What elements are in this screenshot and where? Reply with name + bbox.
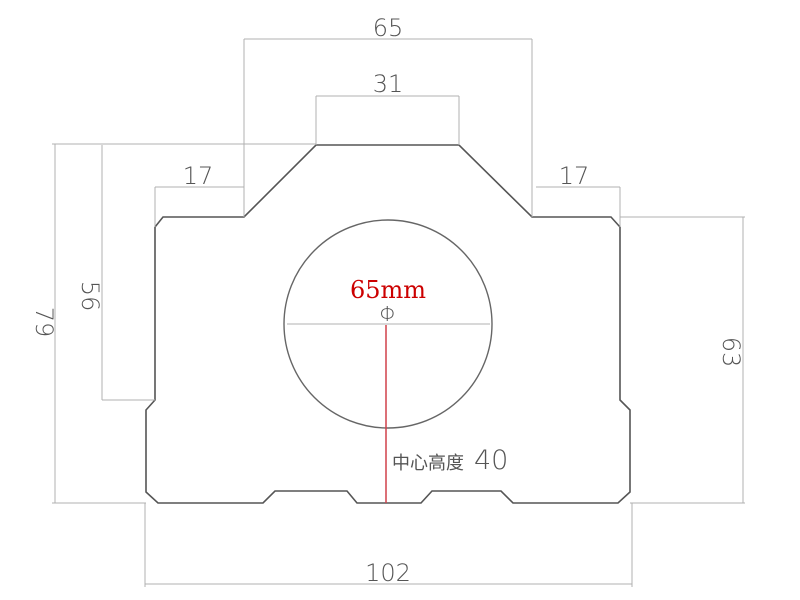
- dim-top-flat: 31: [373, 70, 404, 98]
- dim-left-shoulder: 17: [183, 162, 214, 190]
- center-height-value: 40: [474, 445, 508, 476]
- dim-top-width: 65: [373, 14, 404, 42]
- dim-left-height: 56: [76, 281, 104, 312]
- dim-right-height: 63: [717, 337, 745, 368]
- bore-circle: [283, 219, 493, 429]
- center-height-label: 中心高度: [392, 453, 464, 474]
- bore-diameter-label: 65mm: [350, 276, 426, 304]
- dim-bottom-width: 102: [365, 559, 411, 587]
- dim-right-shoulder: 17: [559, 162, 590, 190]
- dim-total-height: 79: [30, 307, 58, 338]
- phi-symbol: Φ: [379, 302, 396, 326]
